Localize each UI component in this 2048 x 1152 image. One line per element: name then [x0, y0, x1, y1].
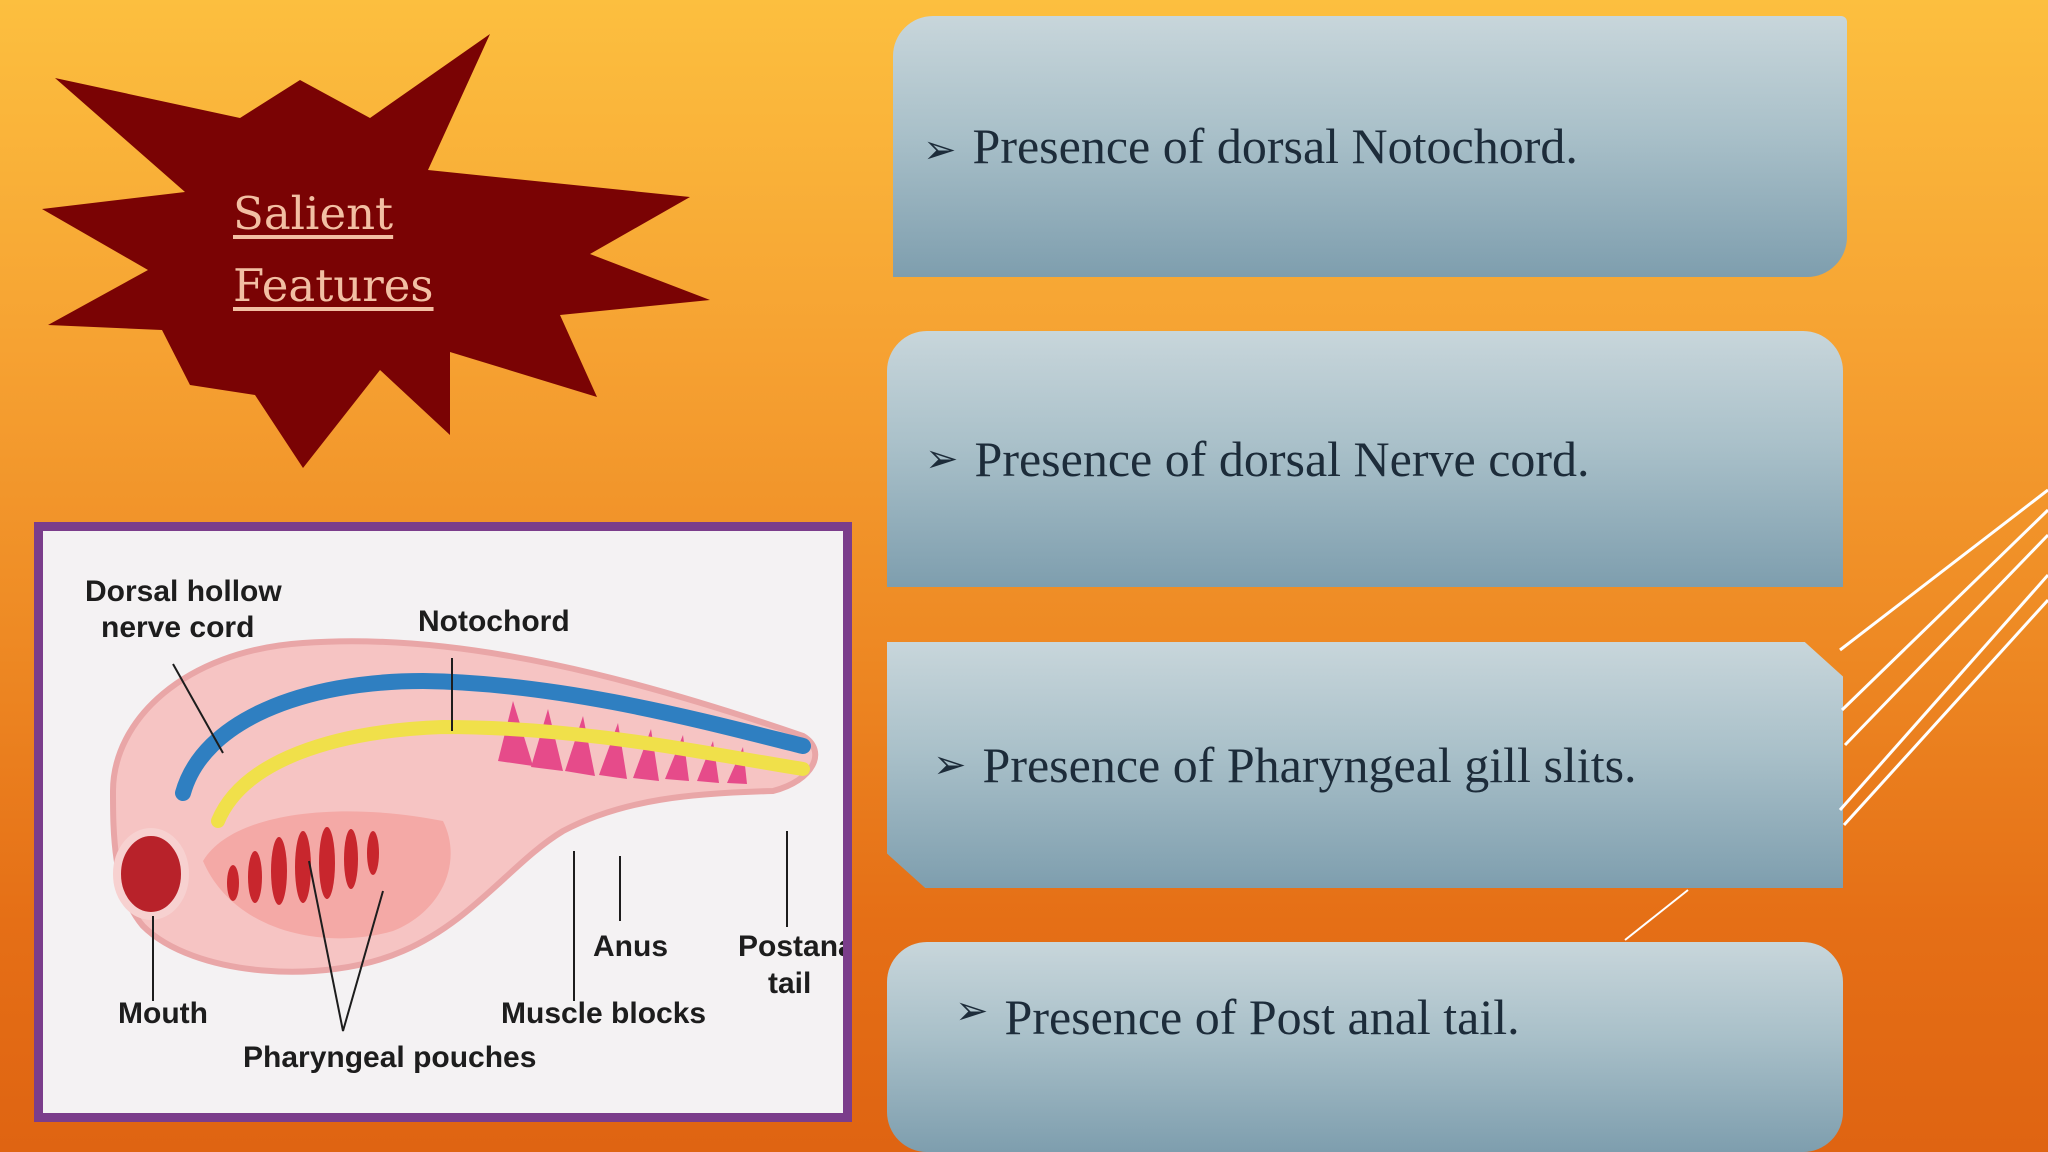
burst-line-2[interactable]: Features	[233, 259, 434, 312]
feature-box-notochord: ➢ Presence of dorsal Notochord.	[893, 16, 1847, 277]
label-nerve-cord-1: Dorsal hollow	[85, 575, 282, 608]
label-notochord: Notochord	[418, 605, 570, 638]
arrow-bullet-icon: ➢	[955, 988, 989, 1034]
salient-features-link[interactable]: Salient Features	[233, 178, 434, 322]
chordate-diagram: Dorsal hollow nerve cord Notochord Anus …	[34, 522, 852, 1122]
feature-box-gill-slits: ➢ Presence of Pharyngeal gill slits.	[887, 642, 1843, 888]
diagram-illustration: Dorsal hollow nerve cord Notochord Anus …	[85, 575, 843, 1074]
decorative-lines	[1624, 488, 2048, 941]
gill-slits	[227, 827, 379, 905]
feature-text: Presence of Post anal tail.	[1004, 989, 1520, 1045]
label-pharyngeal-pouches: Pharyngeal pouches	[243, 1041, 536, 1074]
label-mouth: Mouth	[118, 997, 208, 1030]
burst-line-1[interactable]: Salient	[233, 187, 394, 240]
feature-box-post-anal-tail: ➢ Presence of Post anal tail.	[887, 942, 1843, 1152]
mouth-shape	[113, 828, 189, 920]
arrow-bullet-icon: ➢	[925, 436, 959, 482]
feature-text: Presence of dorsal Nerve cord.	[974, 431, 1590, 487]
label-postanal-2: tail	[768, 967, 811, 1000]
label-muscle-blocks: Muscle blocks	[501, 997, 706, 1030]
feature-text: Presence of dorsal Notochord.	[972, 118, 1578, 174]
starburst-shape	[42, 34, 710, 468]
arrow-bullet-icon: ➢	[923, 127, 957, 173]
label-nerve-cord-2: nerve cord	[101, 611, 254, 644]
feature-content: ➢ Presence of dorsal Notochord.	[923, 117, 1578, 175]
feature-box-nerve-cord: ➢ Presence of dorsal Nerve cord.	[887, 331, 1843, 587]
label-anus: Anus	[593, 930, 668, 963]
arrow-bullet-icon: ➢	[933, 742, 967, 788]
feature-text: Presence of Pharyngeal gill slits.	[982, 737, 1637, 793]
notochord-shape	[211, 719, 810, 828]
label-lines	[152, 658, 788, 1032]
nerve-cord-shape	[175, 672, 811, 801]
